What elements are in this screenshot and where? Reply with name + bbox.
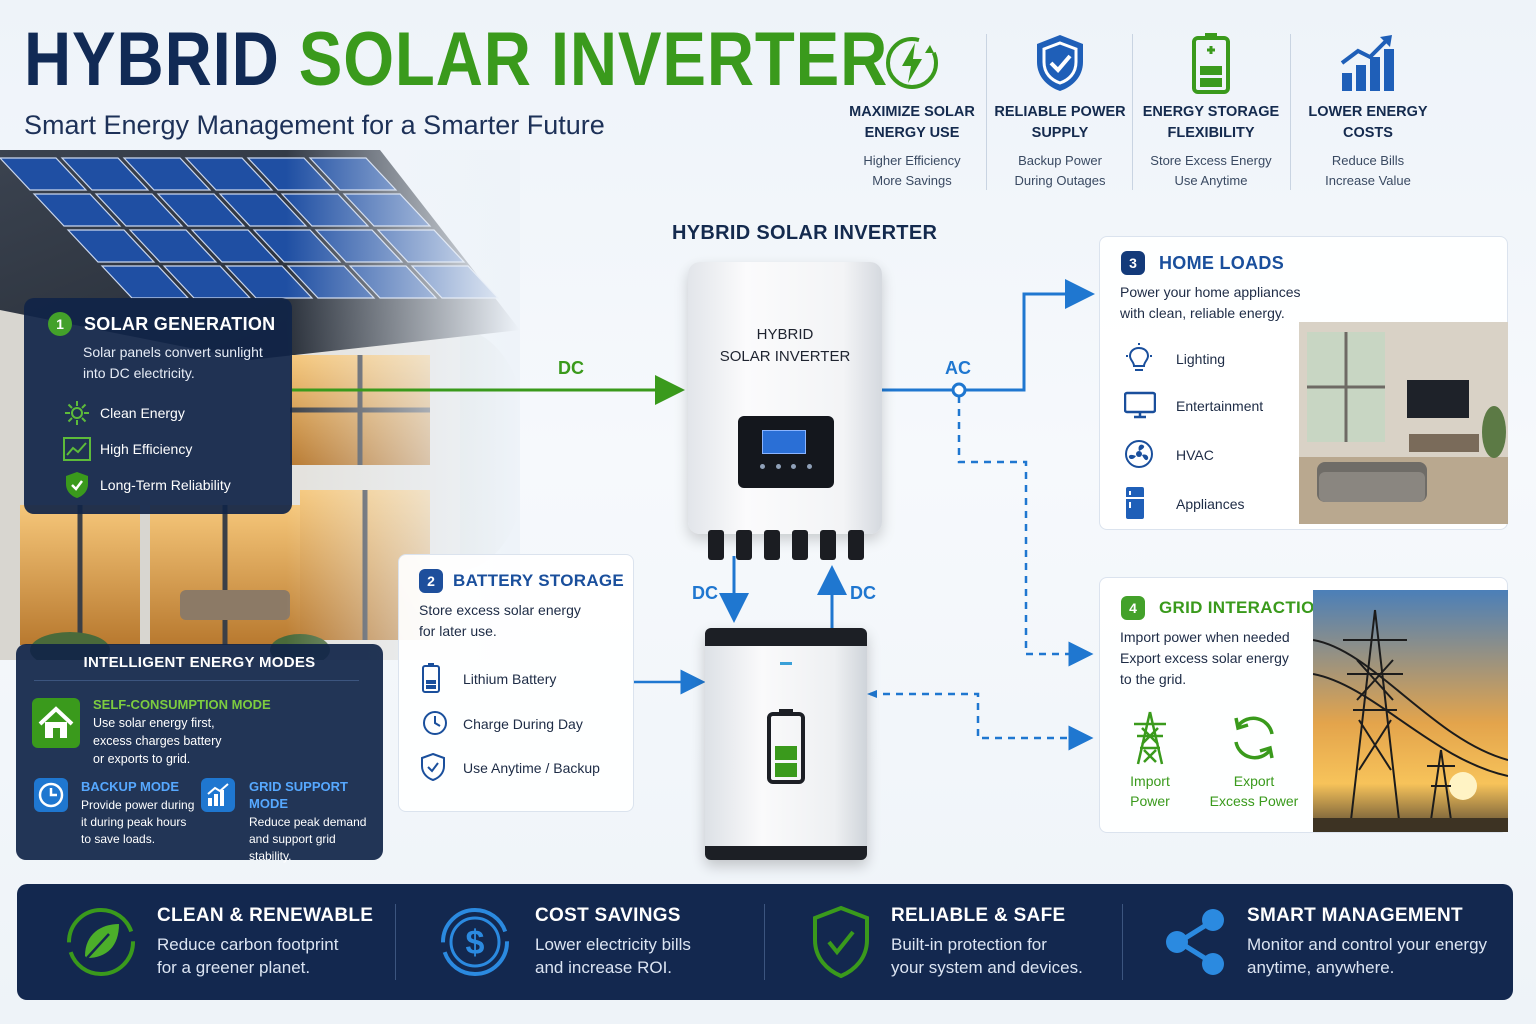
energy-modes-panel: INTELLIGENT ENERGY MODES SELF-CONSUMPTIO… [16, 644, 383, 863]
benefit-lower-costs: LOWER ENERGY COSTS Reduce Bills Increase… [1294, 30, 1442, 191]
lightbulb-icon [1124, 342, 1176, 377]
ac-home-line [882, 279, 1095, 392]
lithium-battery-icon [421, 662, 463, 697]
home-mode-icon [32, 698, 80, 748]
benefit-maximize-solar: MAXIMIZE SOLAR ENERGY USE Higher Efficie… [838, 30, 986, 191]
inverter-display [738, 416, 834, 488]
benefit-reliable-power: RELIABLE POWER SUPPLY Backup Power Durin… [986, 30, 1134, 191]
svg-text:$: $ [466, 924, 485, 962]
grid-support-chart-icon [201, 778, 235, 812]
home-title: HOME LOADS [1159, 252, 1285, 273]
ac-grid-line [957, 396, 1094, 667]
grid-support-mode: GRID SUPPORT MODE Reduce peak demand and… [249, 779, 367, 863]
divider [1290, 34, 1291, 190]
battery-grid-line [870, 692, 1094, 751]
inverter-screen [762, 430, 806, 454]
home-item-hvac: HVAC [1124, 437, 1214, 473]
grid-title: GRID INTERACTION [1159, 598, 1328, 617]
battery-item-lithium: Lithium Battery [421, 662, 556, 697]
self-consumption-mode: SELF-CONSUMPTION MODE Use solar energy f… [93, 697, 271, 766]
battery-item-charge: Charge During Day [421, 708, 583, 740]
step-badge-1: 1 [48, 312, 72, 336]
share-network-icon [1166, 909, 1224, 975]
title-solar-inverter: SOLAR INVERTER [298, 17, 889, 102]
solar-item-reliability: Long-Term Reliability [54, 467, 284, 503]
shield-check-icon [986, 30, 1134, 96]
shield-leaf-icon [54, 471, 100, 499]
step-badge-3: 3 [1121, 251, 1145, 275]
ac-label: AC [945, 358, 971, 378]
leaf-cycle-icon [67, 908, 135, 976]
backup-shield-icon [421, 752, 463, 784]
fridge-icon [1124, 486, 1176, 523]
inverter-heading: HYBRID SOLAR INVERTER [672, 222, 938, 244]
solar-title: SOLAR GENERATION [84, 313, 276, 334]
page-title: HYBRID SOLAR INVERTER [24, 22, 888, 98]
solar-bolt-icon [838, 30, 986, 96]
sun-icon [54, 400, 100, 426]
home-item-appliances: Appliances [1124, 486, 1245, 522]
title-hybrid: HYBRID [24, 17, 280, 102]
divider [1132, 34, 1133, 190]
grid-interaction-panel: 4 GRID INTERACTION Import power when nee… [1099, 577, 1508, 833]
inverter-line2: SOLAR INVERTER [719, 348, 851, 365]
dollar-cycle-icon: $ [441, 908, 509, 976]
home-item-entertainment: Entertainment [1123, 388, 1263, 424]
footer-clean-renewable: CLEAN & RENEWABLE Reduce carbon footprin… [63, 884, 373, 1000]
solar-item-clean: Clean Energy [54, 395, 284, 431]
inverter-line1: HYBRID [756, 326, 814, 343]
charge-clock-icon [421, 709, 463, 740]
bar-chart-up-icon [1294, 30, 1442, 96]
step-badge-4: 4 [1121, 596, 1145, 620]
footer-smart-management: SMART MANAGEMENT Monitor and control you… [1163, 884, 1487, 1000]
fan-icon [1124, 439, 1176, 472]
refresh-cycle-icon [1234, 716, 1274, 760]
shield-leaf-check-icon [813, 905, 869, 979]
export-power: Export Excess Power [1204, 710, 1304, 811]
clock-icon [34, 778, 68, 812]
footer-bar: CLEAN & RENEWABLE Reduce carbon footprin… [17, 884, 1513, 1000]
home-item-lighting: Lighting [1124, 341, 1225, 377]
solar-generation-panel: 1 SOLAR GENERATION Solar panels convert … [24, 298, 292, 514]
efficiency-chart-icon [54, 437, 100, 461]
inverter-connectors [708, 530, 864, 560]
battery-storage-panel: 2 BATTERY STORAGE Store excess solar ene… [398, 554, 634, 812]
step-badge-2: 2 [419, 569, 443, 593]
import-power: Import Power [1118, 710, 1182, 811]
backup-mode: BACKUP MODE Provide power during it duri… [81, 779, 195, 846]
power-pylon-image [1313, 590, 1508, 832]
home-loads-panel: 3 HOME LOADS Power your home appliances … [1099, 236, 1508, 530]
divider [986, 34, 987, 190]
dc-up-label: DC [850, 583, 876, 603]
battery-item-backup: Use Anytime / Backup [421, 752, 600, 784]
inverter-device: HYBRID SOLAR INVERTER [688, 262, 882, 534]
dc-solar-label: DC [558, 358, 584, 378]
living-room-image [1299, 322, 1508, 524]
battery-unit [705, 628, 867, 860]
battery-title: BATTERY STORAGE [453, 571, 625, 590]
modes-title: INTELLIGENT ENERGY MODES [83, 654, 316, 671]
benefit-energy-storage: ENERGY STORAGE FLEXIBILITY Store Excess … [1137, 30, 1285, 191]
pylon-icon [1134, 711, 1166, 765]
solar-item-efficiency: High Efficiency [54, 431, 284, 467]
dc-down-label: DC [692, 583, 718, 603]
tv-icon [1123, 391, 1176, 422]
page-subtitle: Smart Energy Management for a Smarter Fu… [24, 110, 605, 140]
battery-level-icon [767, 709, 805, 784]
battery-icon [1137, 30, 1285, 96]
